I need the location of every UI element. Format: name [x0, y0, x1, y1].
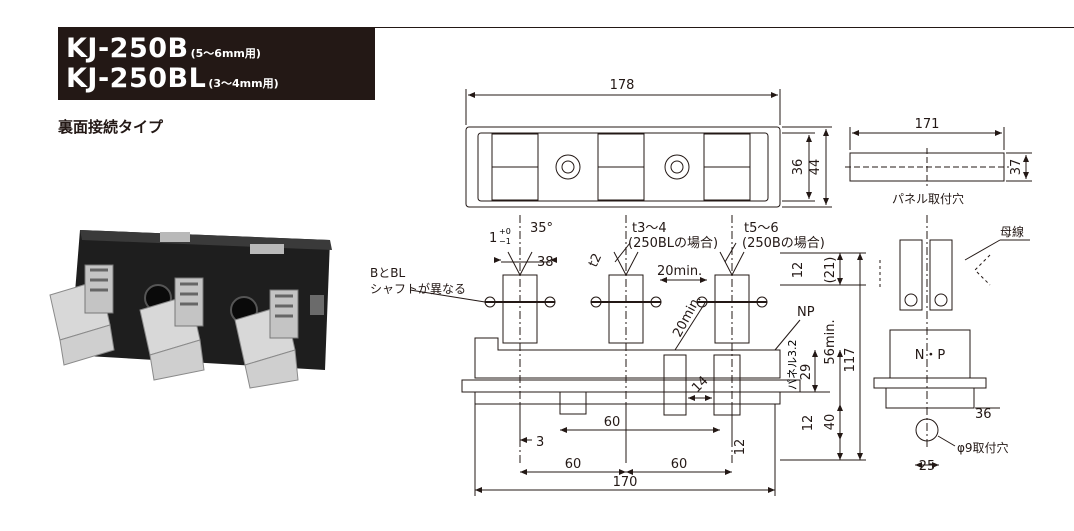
t5-label: t5～6	[744, 221, 779, 236]
dim-117: 117	[843, 348, 858, 373]
dim-60-inner: 60	[604, 415, 621, 430]
model-range-1: (5～6mm用)	[190, 47, 261, 60]
dim-12-mid: 12	[801, 415, 816, 432]
panel-cutout-caption: パネル取付穴	[892, 191, 964, 206]
shaft-note-1: BとBL	[370, 266, 405, 280]
t5-note: (250Bの場合)	[742, 236, 825, 251]
title-line-1: KJ-250B(5～6mm用)	[66, 34, 375, 64]
terminal-1	[49, 264, 115, 366]
top-height-outer-label: 44	[808, 159, 823, 176]
model-name-1: KJ-250B	[66, 33, 189, 64]
model-name-2: KJ-250BL	[66, 63, 207, 94]
np-side-label: N・P	[915, 348, 946, 363]
panel-cutout-view	[845, 127, 1032, 186]
t3-label: t3～4	[632, 221, 667, 236]
panel-height-label: 37	[1009, 159, 1024, 176]
dim-21: (21)	[823, 257, 838, 284]
title-block: KJ-250B(5～6mm用) KJ-250BL(3～4mm用)	[58, 27, 375, 100]
model-range-2: (3～4mm用)	[208, 77, 279, 90]
top-view	[465, 89, 832, 208]
dim-56min: 56min.	[823, 319, 838, 364]
front-view	[409, 215, 866, 496]
product-photo	[49, 230, 332, 389]
min-20-horizontal: 20min.	[657, 264, 702, 279]
dim-60-right: 60	[671, 457, 688, 472]
top-rule	[375, 27, 1074, 28]
dim-60-left: 60	[565, 457, 582, 472]
dim-25-side: 25	[919, 459, 936, 474]
dim-3: 3	[536, 435, 544, 450]
t3-note: (250BLの場合)	[628, 236, 718, 251]
busbar-label: 母線	[1000, 224, 1024, 239]
panel-thickness-note: パネル3.2	[786, 340, 799, 391]
terminal-3	[234, 289, 299, 389]
side-view	[873, 215, 1030, 468]
dim-36-side: 36	[975, 407, 992, 422]
dim-12-bottom: 12	[733, 439, 748, 456]
top-height-inner-label: 36	[791, 159, 806, 176]
title-line-2: KJ-250BL(3～4mm用)	[66, 64, 375, 94]
tolerance-sup: +0	[499, 227, 511, 236]
tolerance-sub: −1	[499, 237, 511, 246]
tolerance-label: 1	[489, 231, 497, 246]
np-label: NP	[797, 305, 815, 320]
top-width-label: 178	[610, 78, 635, 93]
dim-40: 40	[823, 414, 838, 431]
width-38-label: 38	[537, 255, 554, 270]
t2-label: t2	[586, 251, 605, 269]
angle-label: 35°	[530, 221, 553, 236]
shaft-note-2: シャフトが異なる	[370, 281, 466, 296]
dim-170: 170	[613, 475, 638, 490]
page-subtitle: 裏面接続タイプ	[58, 118, 164, 136]
dim-29: 29	[799, 364, 814, 381]
panel-width-label: 171	[915, 117, 940, 132]
dim-12-top: 12	[791, 262, 806, 279]
terminal-2	[139, 277, 205, 381]
min-20-diagonal: 20min.	[670, 293, 704, 340]
mounting-hole-label: φ9取付穴	[957, 440, 1009, 455]
